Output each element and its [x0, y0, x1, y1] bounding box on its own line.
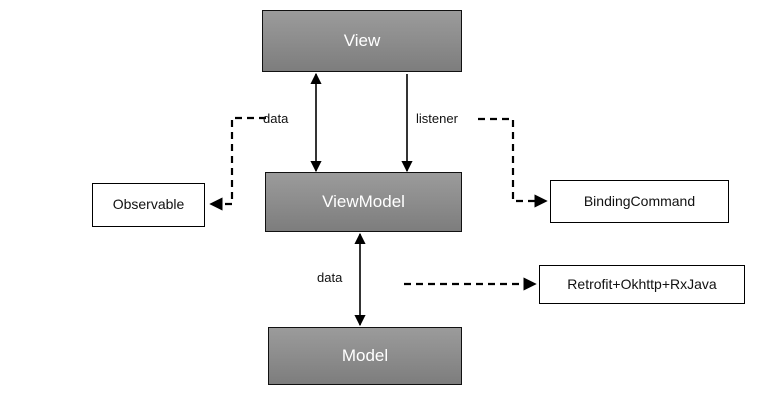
node-network-stack[interactable]: Retrofit+Okhttp+RxJava: [539, 265, 745, 304]
edge-label-data-observable: data: [263, 111, 289, 126]
node-viewmodel[interactable]: ViewModel: [265, 172, 462, 232]
connector-view-bindingcommand: [478, 117, 548, 208]
node-model[interactable]: Model: [268, 327, 462, 385]
node-view[interactable]: View: [262, 10, 462, 72]
edge-label-listener: listener: [416, 111, 458, 126]
node-binding-command-label: BindingCommand: [583, 192, 696, 209]
node-binding-command[interactable]: BindingCommand: [550, 180, 729, 223]
node-view-label: View: [343, 30, 381, 50]
connector-viewmodel-observable: [209, 116, 266, 211]
node-model-label: Model: [341, 345, 389, 365]
edge-label-data-model: data: [317, 270, 343, 285]
node-observable-label: Observable: [112, 196, 185, 213]
node-network-stack-label: Retrofit+Okhttp+RxJava: [567, 275, 717, 292]
node-viewmodel-label: ViewModel: [322, 191, 405, 211]
node-observable[interactable]: Observable: [92, 183, 205, 227]
